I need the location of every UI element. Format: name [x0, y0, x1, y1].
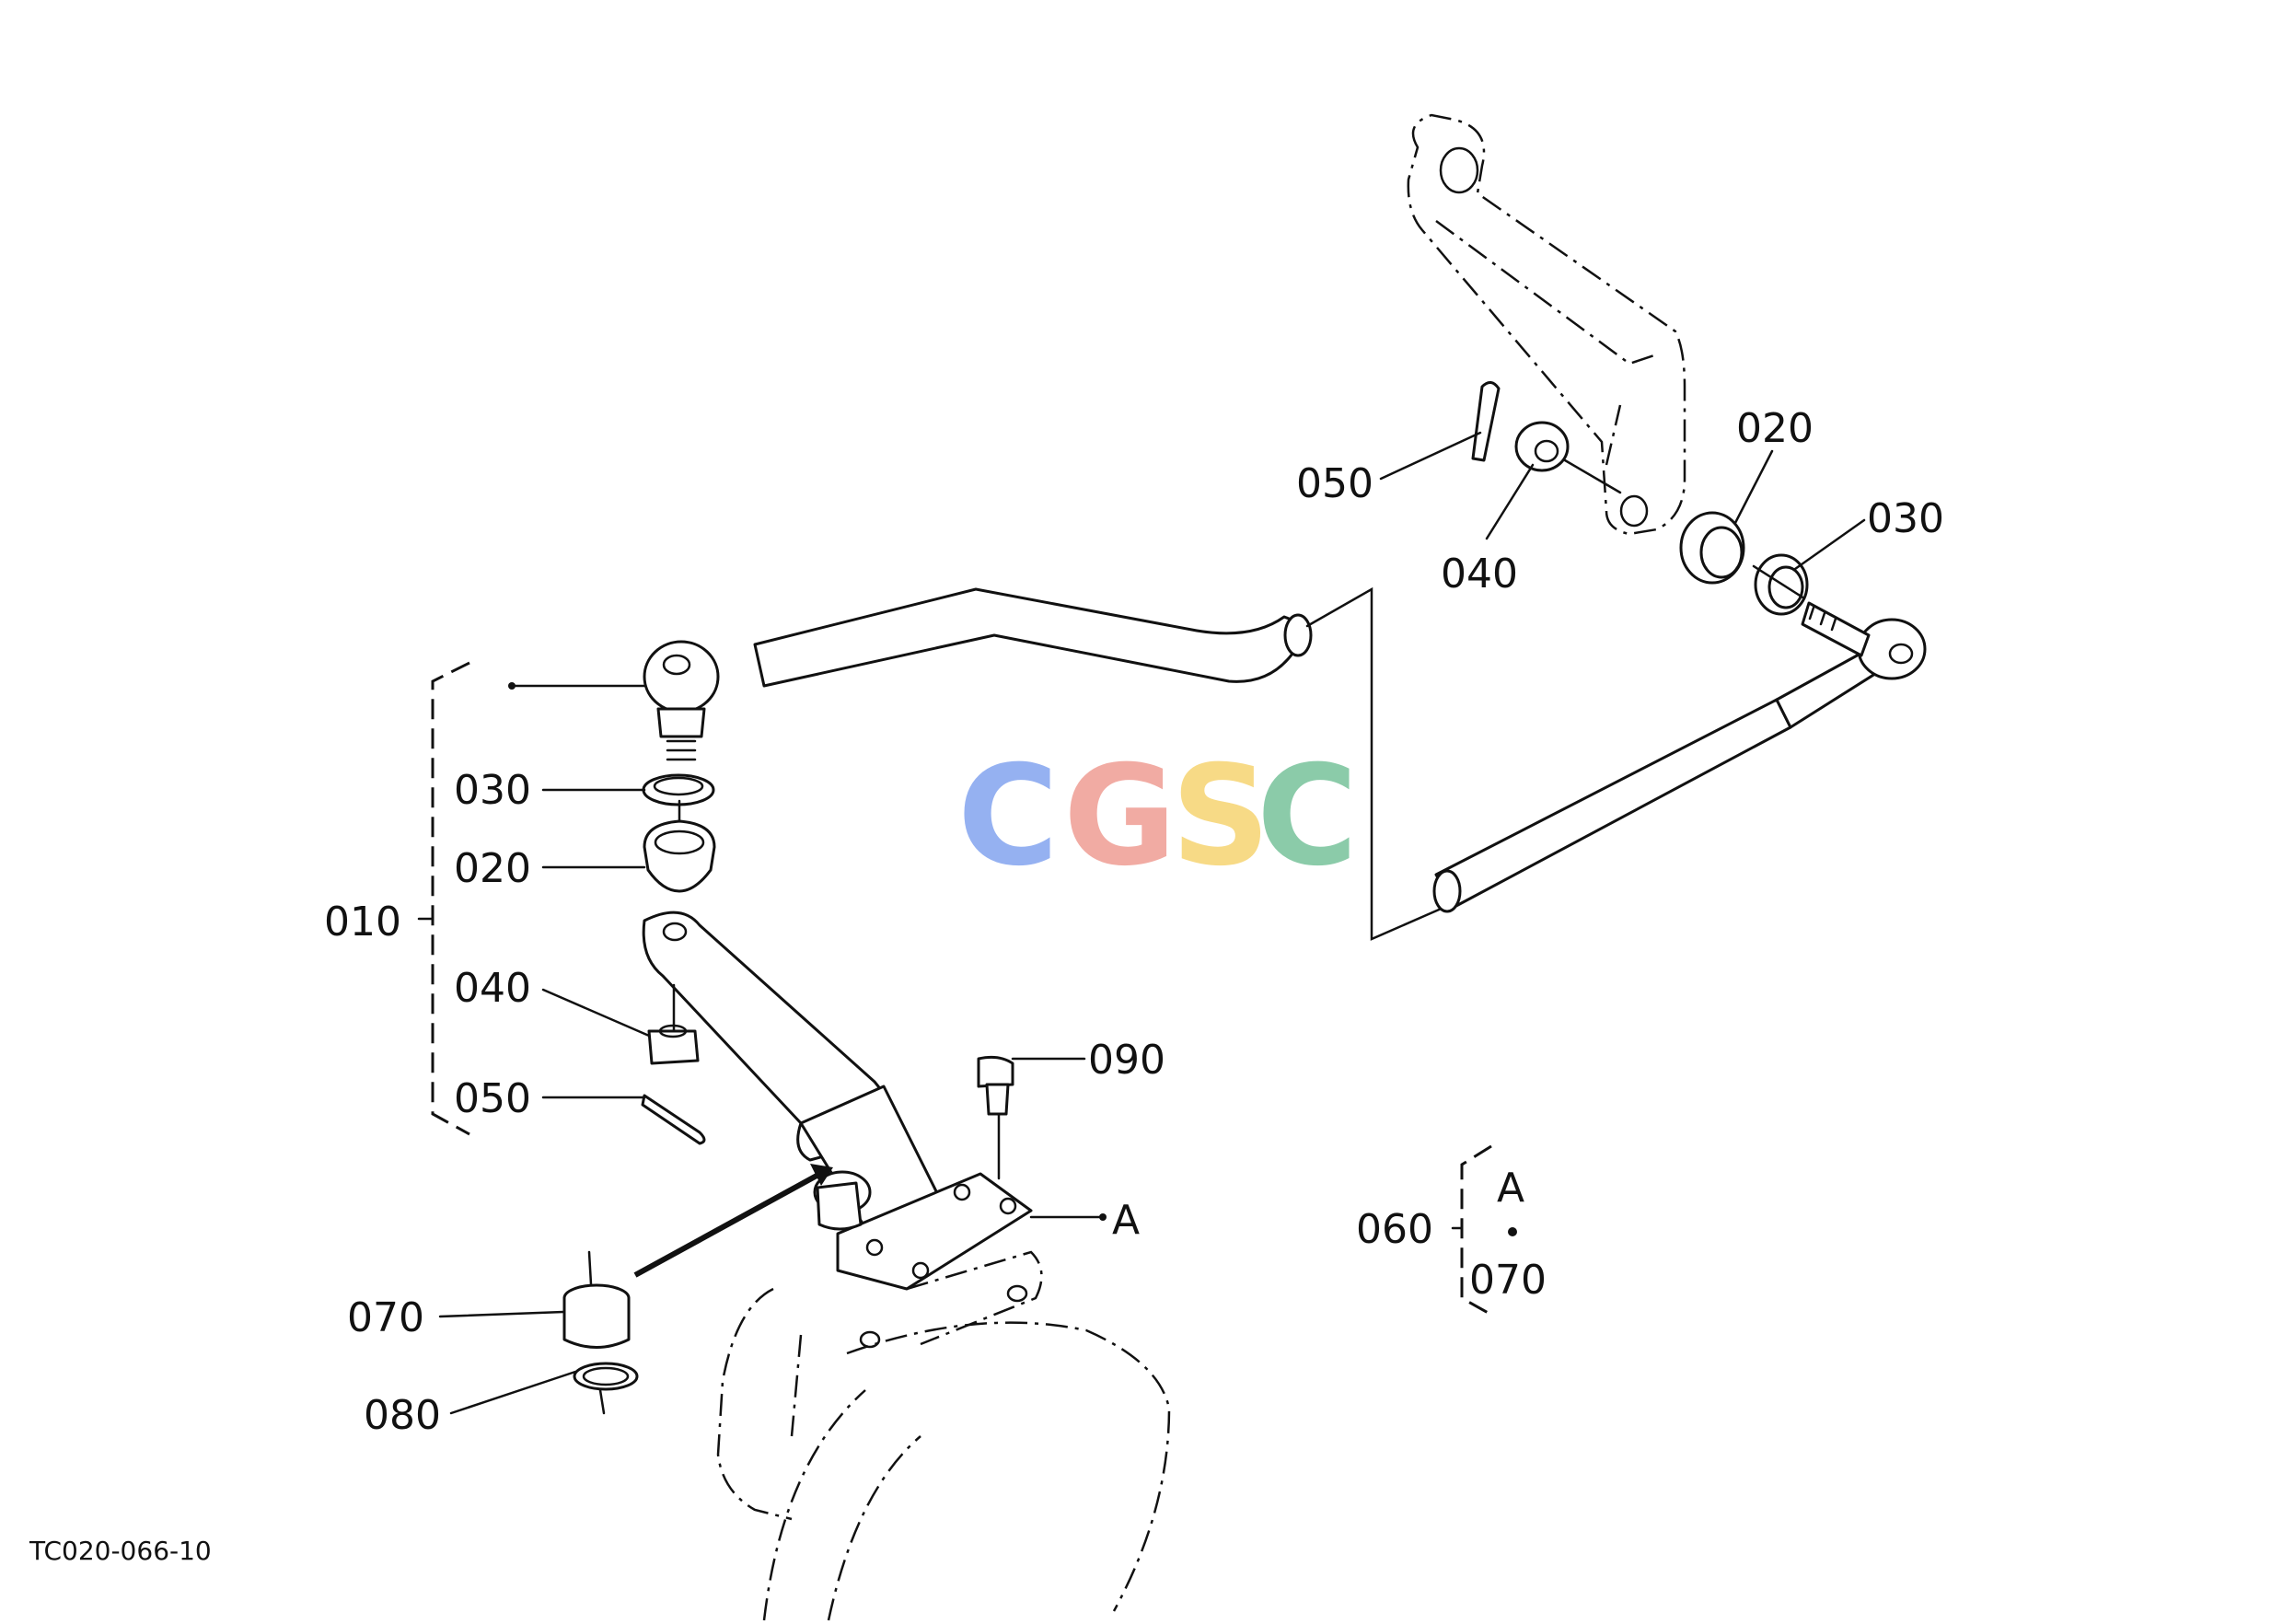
left-nut-pin	[641, 983, 706, 1145]
tie-rod-end-left	[508, 640, 720, 761]
drag-link-upper	[753, 586, 1447, 941]
callout-060: 060	[1356, 1206, 1433, 1253]
callout-010: 010	[324, 899, 401, 945]
right-hardware	[1471, 381, 1809, 616]
callout-030-right: 030	[1867, 495, 1944, 542]
mounting-flange	[836, 1055, 1107, 1291]
watermark-letter-c1: C	[957, 737, 1059, 897]
callout-070: 070	[347, 1294, 424, 1341]
watermark-letter-c2: C	[1257, 737, 1358, 897]
callout-060-ref-a: A	[1497, 1165, 1524, 1212]
watermark: C G S C	[957, 737, 1358, 897]
watermark-letter-s: S	[1171, 737, 1270, 897]
bracket-010	[431, 661, 470, 1136]
left-hardware	[642, 773, 716, 893]
knuckle-arm	[642, 911, 950, 1245]
drag-link-lower	[1432, 647, 1880, 913]
callout-030-left: 030	[454, 767, 531, 814]
bracket-060-dot	[1508, 1227, 1517, 1236]
callout-020-left: 020	[454, 845, 531, 892]
steering-arm-upper	[1407, 113, 1686, 536]
bracket-060	[1460, 1144, 1492, 1317]
tie-rod-end-right	[1801, 601, 1927, 680]
callout-060-item-070: 070	[1469, 1257, 1547, 1304]
callout-080: 080	[364, 1392, 441, 1439]
watermark-letter-g: G	[1063, 737, 1176, 897]
callout-050-left: 050	[454, 1075, 531, 1122]
drawing-code: TC020-066-10	[29, 1536, 212, 1566]
callout-020-right: 020	[1736, 405, 1814, 452]
callout-040-left: 040	[454, 965, 531, 1012]
bushing-and-oring	[562, 1164, 863, 1415]
axle-housing	[716, 1250, 1171, 1621]
callout-ref-a: A	[1112, 1197, 1140, 1244]
leader-lines	[438, 431, 1866, 1415]
callout-040-right: 040	[1441, 551, 1518, 597]
callout-090: 090	[1088, 1037, 1165, 1084]
callout-050-right: 050	[1296, 460, 1373, 507]
